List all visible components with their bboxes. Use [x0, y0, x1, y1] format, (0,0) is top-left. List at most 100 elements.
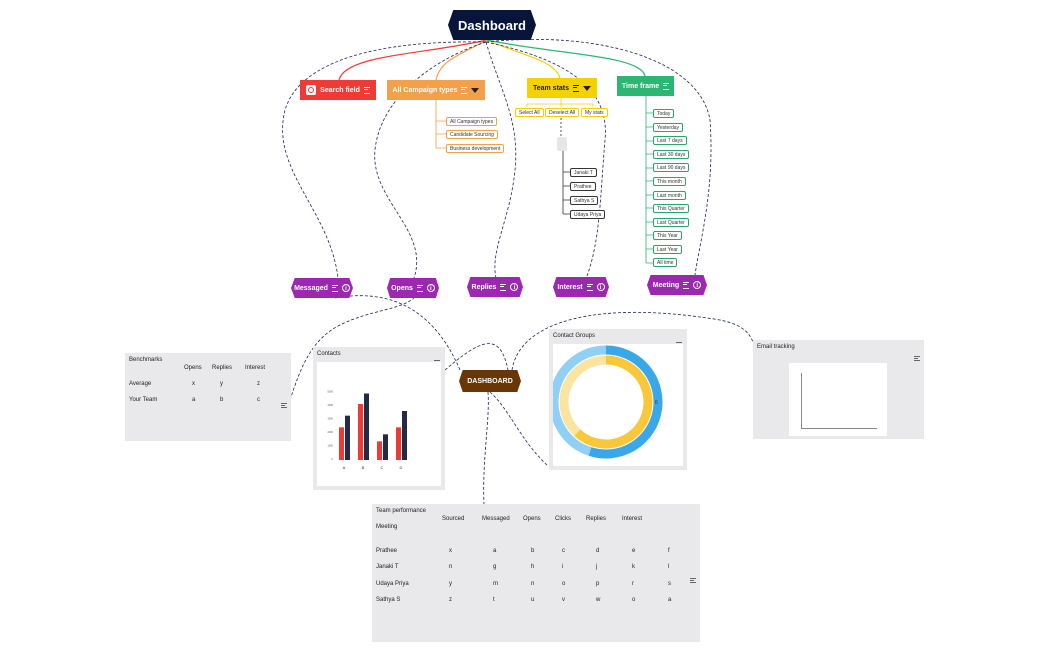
menu-icon[interactable]: [281, 403, 287, 408]
benchmarks-row-label: Average: [129, 381, 152, 387]
y-tick-label: 4000: [327, 404, 333, 407]
contact-groups-donut-chart: 6: [553, 344, 683, 466]
team-performance-cell: y: [449, 581, 452, 587]
time-frame-option[interactable]: This Quarter: [653, 204, 689, 213]
team-performance-cell: o: [632, 597, 636, 603]
time-frame-option[interactable]: All time: [653, 258, 678, 267]
dashboard-root-node[interactable]: Dashboard: [448, 10, 536, 40]
benchmarks-row-label: Your Team: [129, 397, 158, 403]
info-icon[interactable]: i: [426, 284, 435, 292]
team-performance-cell: t: [493, 597, 495, 603]
menu-icon: [331, 284, 338, 292]
donut-slice-ring0-0: [588, 345, 663, 459]
bar-D-s0: [396, 427, 401, 460]
info-icon[interactable]: i: [693, 281, 702, 289]
team-stats-label: Team stats: [532, 84, 570, 92]
campaign-option[interactable]: Candidate Sourcing: [446, 130, 498, 139]
menu-icon: [586, 283, 593, 291]
benchmarks-cell: a: [192, 397, 196, 403]
email-tracking-chart-area: [789, 363, 887, 436]
time-frame-option[interactable]: Last Quarter: [653, 218, 689, 227]
team-option-select-all[interactable]: Select All: [515, 108, 544, 117]
team-performance-cell: l: [668, 564, 670, 570]
campaign-type-label: All Campaign types: [392, 86, 458, 94]
team-member[interactable]: Sathya S: [570, 196, 599, 205]
y-tick-label: 3000: [327, 418, 333, 421]
info-icon[interactable]: i: [510, 283, 519, 291]
time-frame-option[interactable]: Last month: [653, 191, 686, 200]
team-member[interactable]: Janaki T: [570, 168, 597, 177]
time-frame-option[interactable]: This Year: [653, 231, 682, 240]
team-performance-cell: c: [562, 548, 565, 554]
dashboard-center-node[interactable]: DASHBOARD: [459, 370, 521, 392]
time-frame-option[interactable]: This month: [653, 177, 686, 186]
metric-opens[interactable]: Opens i: [387, 278, 439, 298]
menu-icon[interactable]: [690, 578, 696, 583]
team-performance-cell: w: [596, 597, 601, 603]
x-tick-label: C: [381, 465, 384, 470]
team-performance-row-name: Udaya Priya: [376, 581, 409, 587]
benchmarks-cell: x: [192, 381, 195, 387]
time-frame-option[interactable]: Last 7 days: [653, 136, 687, 145]
time-frame-label: Time frame: [621, 82, 660, 90]
menu-icon: [461, 86, 468, 94]
metric-replies[interactable]: Replies i: [467, 277, 523, 297]
contact-groups-panel: Contact Groups 6: [549, 329, 687, 470]
info-icon[interactable]: i: [596, 283, 605, 291]
team-performance-cell: o: [562, 581, 566, 587]
metric-messaged[interactable]: Messaged i: [291, 278, 353, 298]
team-performance-cell: f: [668, 548, 670, 554]
team-performance-cell: d: [596, 548, 600, 554]
campaign-type-dropdown[interactable]: All Campaign types: [387, 80, 485, 100]
time-frame-option[interactable]: Last 30 days: [653, 150, 690, 159]
metric-label: Opens: [391, 284, 413, 292]
time-frame-option[interactable]: Yesterday: [653, 123, 684, 132]
team-members-collapse[interactable]: [557, 137, 567, 151]
email-tracking-axes: [801, 373, 877, 429]
benchmarks-title: Benchmarks: [129, 357, 163, 363]
team-performance-cell: p: [596, 581, 600, 587]
team-performance-cell: b: [531, 548, 535, 554]
bar-D-s1: [402, 411, 407, 460]
team-performance-header: Clicks: [555, 516, 571, 522]
time-frame-option[interactable]: Last 90 days: [653, 163, 690, 172]
donut-slice-ring1-1: [559, 355, 607, 436]
chevron-down-icon: [471, 87, 480, 93]
metric-meeting[interactable]: Meeting i: [647, 275, 707, 295]
campaign-option[interactable]: Business development: [446, 144, 505, 153]
metric-label: Interest: [557, 283, 583, 291]
time-frame-option[interactable]: Last Year: [653, 245, 682, 254]
team-stats-dropdown[interactable]: Team stats: [527, 78, 597, 98]
team-option-my-stats[interactable]: My stats: [581, 108, 608, 117]
benchmarks-header: Interest: [245, 365, 266, 371]
team-member[interactable]: Udaya Priya: [570, 210, 606, 219]
team-performance-cell: k: [632, 564, 635, 570]
benchmarks-cell: b: [220, 397, 224, 403]
team-performance-title: Team performance: [376, 508, 427, 514]
search-icon: [306, 85, 317, 95]
metric-interest[interactable]: Interest i: [553, 277, 609, 297]
campaign-option[interactable]: All Campaign types: [446, 117, 498, 126]
team-performance-row-name: Prathee: [376, 548, 398, 554]
donut-slice-ring1-0: [574, 355, 653, 449]
bar-C-s0: [377, 441, 382, 460]
team-member[interactable]: Prathee: [570, 182, 596, 191]
x-tick-label: B: [362, 465, 365, 470]
menu-icon[interactable]: [914, 356, 920, 361]
search-field-node[interactable]: Search field: [300, 80, 376, 100]
x-tick-label: D: [400, 465, 403, 470]
time-frame-option[interactable]: Today: [653, 109, 675, 118]
team-performance-cell: z: [449, 597, 452, 603]
bar-B-s0: [358, 404, 363, 460]
time-frame-node[interactable]: Time frame: [617, 76, 674, 96]
x-tick-label: A: [343, 465, 346, 470]
team-performance-cell: u: [531, 597, 535, 603]
team-performance-cell: m: [493, 581, 498, 587]
info-icon[interactable]: i: [341, 284, 350, 292]
bar-C-s1: [383, 434, 388, 460]
team-option-deselect-all[interactable]: Deselect All: [545, 108, 580, 117]
menu-icon: [683, 281, 690, 289]
metric-label: Replies: [471, 283, 497, 291]
contacts-title: Contacts: [317, 351, 341, 357]
